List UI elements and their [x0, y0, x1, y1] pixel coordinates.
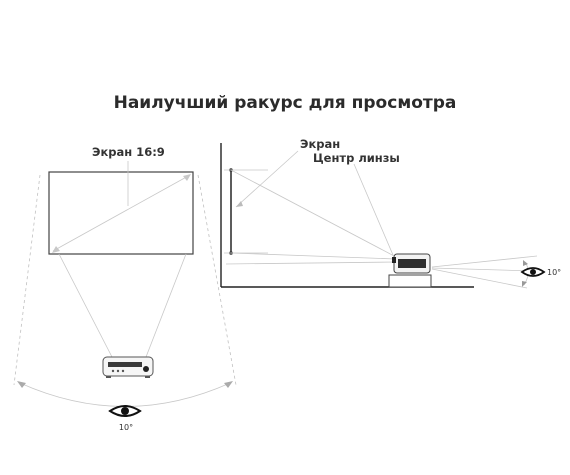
projector-vent — [108, 362, 142, 367]
projection-line-left — [58, 253, 113, 358]
view-line-lower — [431, 268, 528, 289]
lens-horizontal — [225, 261, 397, 265]
projector-side-lens — [392, 257, 396, 263]
lens-label-leader — [353, 163, 394, 256]
lens-center-label: Центр линзы — [313, 151, 400, 165]
arc-arrow-left — [17, 381, 26, 388]
left-view-boundary — [13, 174, 41, 386]
screen-16-9 — [48, 171, 194, 255]
projector-stand — [388, 274, 432, 288]
diagonal-arrowhead — [183, 174, 191, 181]
diagonal-arrowtail — [52, 246, 60, 253]
screen-label-leader-side — [235, 150, 299, 208]
eye-icon-side — [520, 267, 546, 277]
projection-bottom — [230, 252, 397, 260]
projection-line-right — [145, 253, 187, 358]
projector-side — [388, 253, 432, 288]
front-view: Экран 16:9 10° — [13, 145, 237, 432]
screen-diagonal — [52, 174, 191, 252]
projection-top — [230, 169, 397, 258]
view-line-center — [431, 267, 536, 272]
side-screen-label: Экран — [300, 137, 340, 151]
arc-arrow-right — [224, 381, 233, 388]
side-view: Экран Центр линзы 10° — [220, 137, 561, 289]
projector-lens — [143, 366, 149, 372]
projector-front — [102, 356, 154, 378]
eye-icon — [108, 405, 142, 417]
side-angle-label: 10° — [547, 268, 561, 277]
screen-16-9-label: Экран 16:9 — [92, 145, 165, 159]
view-line-upper — [431, 255, 538, 268]
front-angle-label: 10° — [119, 423, 133, 432]
viewing-angle-arc — [19, 382, 231, 407]
diagram-title: Наилучший ракурс для просмотра — [114, 93, 457, 113]
projector-side-vent — [398, 259, 426, 268]
